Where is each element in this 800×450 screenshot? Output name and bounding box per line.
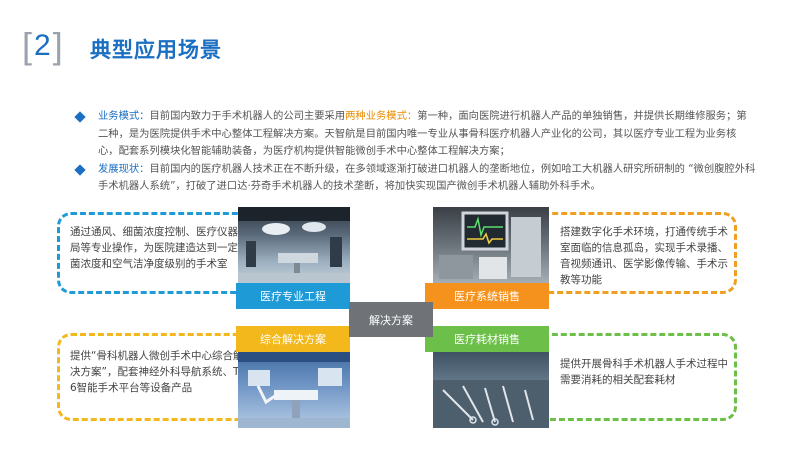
diamond-bullet-icon [74,111,86,123]
bullet-text: 目前国内的医疗机器人技术正在不断升级，在多领域逐渐打破进口机器人的垄断地位，例如… [98,162,756,193]
label-medical-system-sales: 医疗系统销售 [425,283,549,309]
card-outline-top-right [525,212,737,294]
bullet-text: 第一种，面向医院进行机器人产品的单独销售，并提供长期维修服务；第二种，是为医院提… [98,110,747,157]
section-number: 2 [34,29,51,62]
bracket-right: ] [52,25,63,66]
diamond-bullet-icon [74,163,86,176]
card-text-bottom-right: 提供开展骨科手术机器人手术过程中需要消耗的相关配套耗材 [560,358,728,386]
bullet-text: 目前国内致力于手术机器人的公司主要采用 [149,110,346,122]
card-text-top-left: 通过通风、细菌浓度控制、医疗仪器布局等专业操作，为医院建造达到一定细菌浓度和空气… [70,226,249,270]
slide-number: [ 2 ] [22,26,63,66]
page-title: 典型应用场景 [90,38,222,62]
center-solution-label: 解决方案 [349,302,433,337]
surgical-robot-room-photo [238,350,350,428]
bullet-label: 发展现状： [98,162,150,175]
card-outline-top-left [57,212,252,294]
medical-monitor-photo [433,207,549,285]
label-consumables-sales: 医疗耗材销售 [425,326,549,352]
bullet-label: 业务模式： [98,110,150,122]
label-medical-engineering: 医疗专业工程 [236,283,350,309]
bullet-highlight: 两种业务模式： [345,110,418,122]
card-outline-bottom-left [57,333,252,421]
card-outline-bottom-right [525,333,737,421]
bullet-business-model: 业务模式：目前国内致力于手术机器人的公司主要采用两种业务模式：第一种，面向医院进… [74,108,756,161]
bullet-development-status: 发展现状：目前国内的医疗机器人技术正在不断升级，在多领域逐渐打破进口机器人的垄断… [74,161,756,196]
bracket-left: [ [22,25,33,66]
operating-room-photo [238,207,350,285]
card-text-top-right: 搭建数字化手术环境，打通传统手术室面临的信息孤岛，实现手术录播、音视频通讯、医学… [560,226,728,286]
surgical-instruments-photo [433,350,549,428]
bullet-list: 业务模式：目前国内致力于手术机器人的公司主要采用两种业务模式：第一种，面向医院进… [74,108,756,196]
card-text-bottom-left: 提供“骨科机器人微创手术中心综合解决方案”，配套神经外科导航系统、TC-6智能手… [70,350,250,394]
label-integrated-solution: 综合解决方案 [236,326,350,352]
